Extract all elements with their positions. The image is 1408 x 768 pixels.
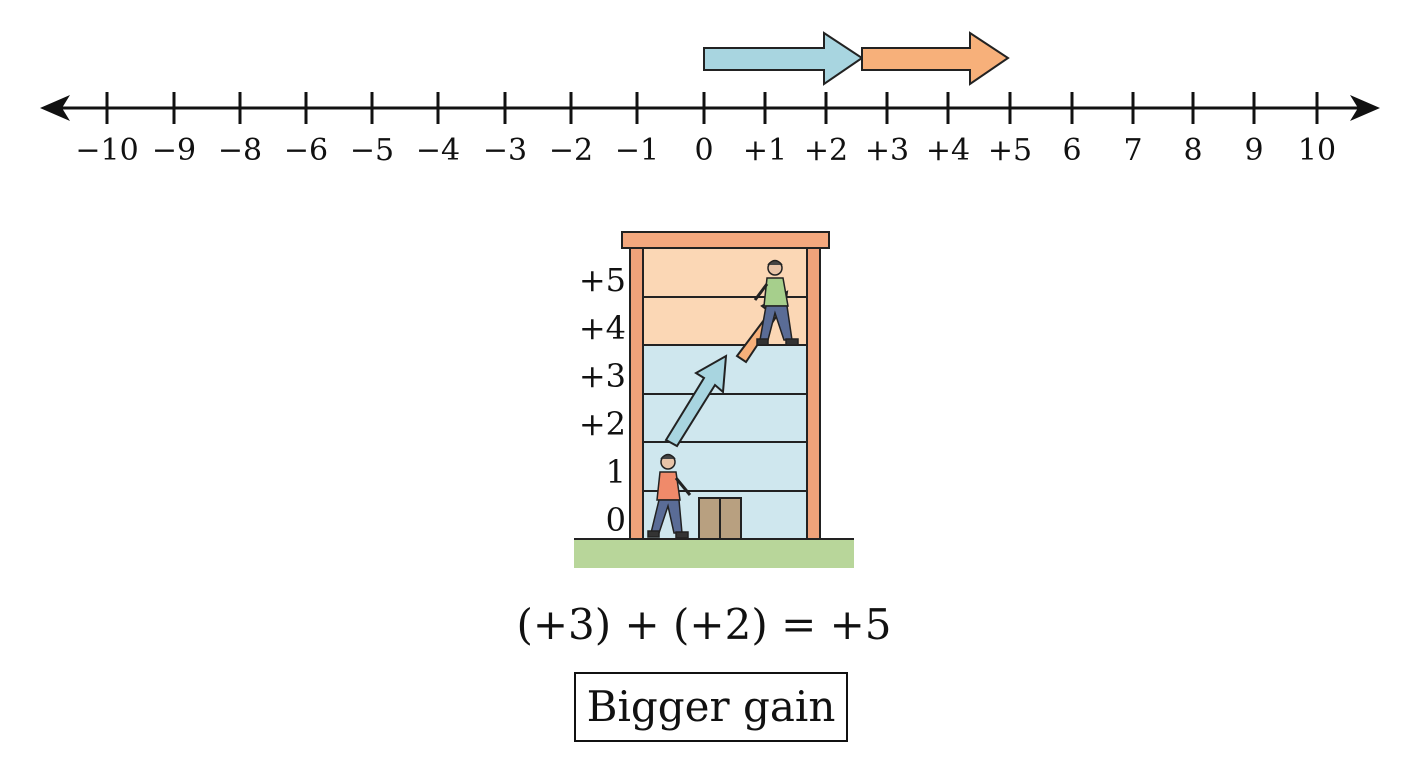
tick-label: 10 [1298,133,1336,168]
door-icon [698,497,742,540]
tick-label: +2 [804,133,848,168]
floor-label: +3 [579,357,626,395]
tick-label: −4 [416,133,460,168]
floor-label: +5 [579,261,626,299]
right-arrowhead-icon [1350,95,1380,121]
jump-arrows [703,31,1010,86]
tick-label: −10 [75,133,138,168]
person-bottom-icon [647,453,692,539]
floor-labels: +5 +4 +3 +2 1 0 [579,261,626,539]
floor-label: 1 [606,453,626,491]
tick-label: +1 [743,133,787,168]
tick-label: +4 [926,133,970,168]
tick-label: +3 [865,133,909,168]
tick-label: 6 [1062,133,1081,168]
ground [574,539,854,568]
caption-box: Bigger gain [574,672,848,742]
orange-jump-arrow-icon [861,31,1010,86]
blue-climb-arrow-icon [664,354,728,448]
building: +5 +4 +3 +2 1 0 [574,231,854,568]
tick-label: 0 [694,133,713,168]
left-pillar [629,246,644,540]
tick-label: −3 [483,133,527,168]
right-pillar [806,246,821,540]
blue-jump-arrow-icon [703,31,864,86]
tick-label: −6 [284,133,328,168]
floor-label: 0 [606,501,626,539]
tick-label: −2 [549,133,593,168]
tick-label: +5 [988,133,1032,168]
left-arrowhead-icon [40,95,70,121]
tick-label: −9 [152,133,196,168]
ticks [105,92,1319,124]
equation: (+3) + (+2) = +5 [516,600,892,649]
tick-label: −1 [615,133,659,168]
tick-label: −8 [218,133,262,168]
floor-label: +4 [579,309,626,347]
tick-label: 9 [1244,133,1263,168]
floor-label: +2 [579,405,626,443]
person-top-icon [753,259,799,346]
tick-label: 8 [1183,133,1202,168]
tick-label: 7 [1123,133,1142,168]
roof [621,231,830,249]
tick-label: −5 [350,133,394,168]
